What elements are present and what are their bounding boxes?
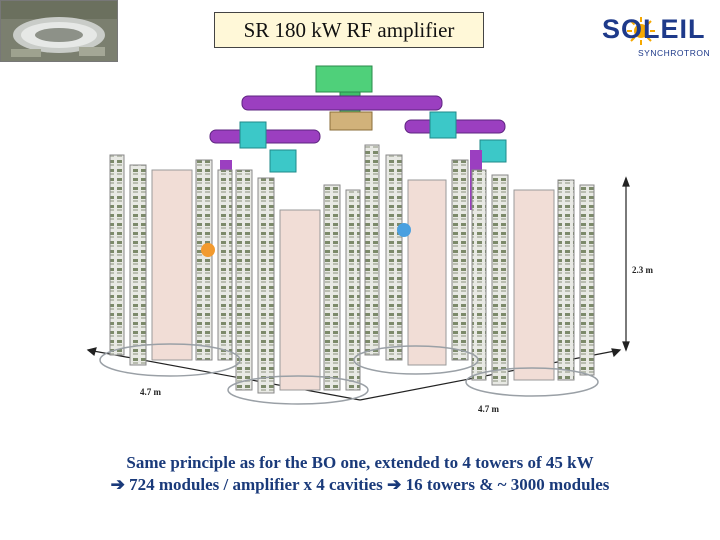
arrow-right-icon: ➔ xyxy=(110,475,125,494)
tower-1 xyxy=(109,154,233,366)
caption-line-2-part-2: 16 towers & ~ 3000 modules xyxy=(401,475,610,494)
slide-title: SR 180 kW RF amplifier xyxy=(214,12,484,48)
caption-line-1: Same principle as for the BO one, extend… xyxy=(126,453,594,472)
logo-subtext: SYNCHROTRON xyxy=(638,48,711,58)
caption-line-2-part-1: 724 modules / amplifier x 4 cavities xyxy=(124,475,388,494)
depth-dimension-label: 4.7 m xyxy=(140,387,162,397)
sun-icon xyxy=(627,17,655,45)
synchrotron-aerial-photo xyxy=(0,0,118,62)
caption-line-2: ➔ 724 modules / amplifier x 4 cavities ➔… xyxy=(0,474,720,496)
soleil-logo: SOLEIL SYNCHROTRON xyxy=(596,10,714,66)
tower-3 xyxy=(364,144,469,366)
amplifier-diagram: 2.3 m 4.7 m 4.7 m xyxy=(86,65,654,414)
tower-4 xyxy=(471,169,595,386)
logo-wordmark: SOLEIL xyxy=(602,14,706,44)
slide-caption: Same principle as for the BO one, extend… xyxy=(0,452,720,496)
arrow-right-icon: ➔ xyxy=(387,475,402,494)
width-dimension-label: 4.7 m xyxy=(478,404,500,414)
amplifier-towers xyxy=(99,144,599,405)
height-dimension-label: 2.3 m xyxy=(632,265,654,275)
tower-2 xyxy=(235,169,361,394)
rf-combiner xyxy=(209,65,507,220)
